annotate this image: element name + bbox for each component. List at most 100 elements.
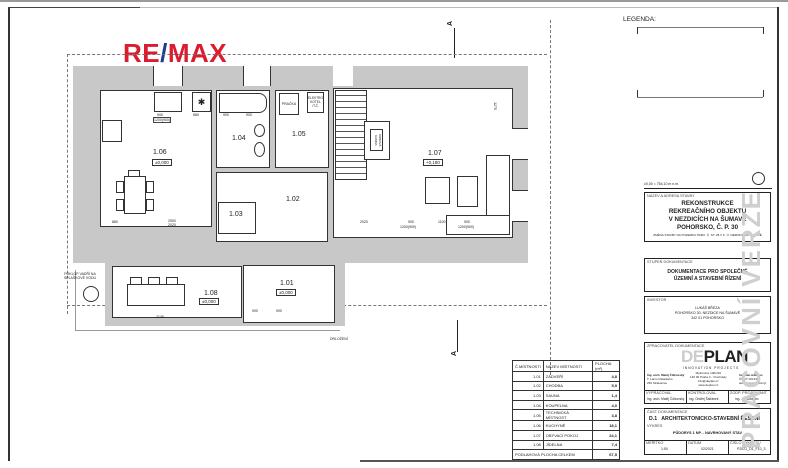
investor-box: INVESTOR LUKÁŠ BŘEZA POHORSKO 30, NEZDIC… [644,296,771,334]
drawing-title: PŮDORYS 1 NP. - NAVRHOVANÝ STAV [672,431,743,435]
stage-box: STUPEŇ DOKUMENTACE DOKUMENTACE PRO SPOLE… [644,258,771,292]
dim-living-right: 900 [464,220,470,224]
designer-caption: ZPRACOVATEL DOKUMENTACE [647,344,705,348]
staircase [335,90,367,180]
section-line-bottom [457,320,458,352]
part-caption: ČÁST DOKUMENTACE [647,410,688,414]
remax-logo: RE/MAX [123,38,228,68]
sheet-top-border [0,0,788,2]
chair [146,199,154,211]
window [243,66,271,86]
designer-left: Ing. arch. Matěj Čížkovský T. Lamo Palac… [647,373,685,385]
pavement-line [75,330,340,331]
deplan-logo: DEPLAN [681,347,748,366]
sheet-top-line [140,7,388,8]
dim-living-right-sub: 1200(900) [458,225,474,229]
room-label-1-06: 1.06 [153,149,167,156]
dim-living-mid: 900 [408,220,414,224]
project-sub: ZMĚNA STAVBY NA POZEMKU PARC. Č. ST. 28 … [653,233,762,237]
sheet-top-line-right [388,7,778,8]
dim-entry-mid: 900 [276,309,282,313]
dim-living-gap: 1100 [438,220,446,224]
toilet-icon [254,124,265,137]
dim-bath-win2: 900 [246,113,252,117]
level-1-07: +0,180 [423,159,443,166]
dim-bath-win: 900 [223,113,229,117]
investor-caption: INVESTOR [647,298,667,302]
stove-icon [102,120,122,142]
armchair [425,177,450,204]
chair [130,277,142,285]
title-block: ±0,00 = 754,10 m n.m. NÁZEV A ADRESA STA… [640,160,775,460]
room-label-1-07: 1.07 [428,150,442,157]
table-header: Č.MÍSTNOSTI NÁZEV MÍSTNOSTI PLOCHA (m²) [512,360,620,372]
dim-kitchen-win: 900 [157,113,163,117]
chair [148,277,160,285]
dim-kitchen-left: 880 [112,220,118,224]
dim-dining-width: 2145 [156,315,164,319]
fireplace-icon: KRBOVÁ KAMNA [370,129,383,151]
chair [166,277,178,285]
boundary-line [67,54,68,314]
scale: 1:50 [661,447,668,451]
investor: LUKÁŠ BŘEZA POHORSKO 30, NEZDICE NA ŠUMA… [674,306,741,320]
coffee-table [457,176,478,207]
dim-living-side-top: 1275 [492,102,497,110]
watermark: PRACOVNÍ VERZE [736,190,766,450]
stage-title: DOKUMENTACE PRO SPOLEČNÉ ÚZEMNÍ A STAVEB… [667,269,748,282]
boundary-line [67,54,547,55]
floor-plan: ✱ 900 1200(900) 880 1.06 ±0,000 880 2500… [63,20,551,375]
sheet-bottom-border [360,460,779,462]
sewer-note: POKLOP VADŘÍ NA SPLAŠKOVÉ VODU [63,272,97,280]
height-note: ±0,00 = 754,10 m n.m. [644,182,680,186]
company-tagline: INNOVATION PROJECTS [683,366,740,370]
stage-caption: STUPEŇ DOKUMENTACE [647,260,693,264]
room-label-1-01: 1.01 [280,280,294,287]
designer-mid: Mokrovice 1001/36 130 00 Praha 3 - Vinoh… [690,371,727,387]
window [512,128,528,160]
chair [116,199,124,211]
boundary-line [550,20,551,375]
drawing-box: ČÁST DOKUMENTACE D.1 ARCHITEKTONICKO-STA… [644,408,771,455]
sheet-right-border [777,7,779,462]
dim-kitchen-win-sub: 1200(900) [153,117,171,123]
sink-icon [154,92,182,112]
dim-living-left: 2020 [360,220,368,224]
drawing-number: P2021_D1_F10_3 [737,447,766,451]
chair [128,170,140,177]
entrance-note: DRLOŽENÍ [330,337,348,341]
chair [116,181,124,193]
level-1-01: ±0,000 [276,289,296,296]
window [153,66,183,86]
part-title: D.1 ARCHITEKTONICKO-STAVEBNÍ ŘEŠENÍ [649,416,760,422]
project-title: REKONSTRUKCE REKREAČNÍHO OBJEKTU V NEZDI… [668,200,747,231]
room-label-1-04: 1.04 [232,135,246,142]
fridge-icon: ✱ [192,92,211,112]
date: 02/2021 [701,447,714,451]
project-box: NÁZEV A ADRESA STAVBY REKONSTRUKCE REKRE… [644,192,771,242]
sofa [446,215,510,235]
level-1-06: ±0,000 [152,159,172,166]
washbasin-icon [254,142,265,157]
room-label-1-02: 1.02 [286,196,300,203]
bathtub-icon [219,93,267,113]
drawing-caption: VÝKRES [647,424,663,428]
dim-kitchen-bottom-sub: 2020 [168,223,176,227]
dining-table [124,176,146,214]
washer-icon: PRAČKA [279,93,299,115]
window [333,66,353,86]
level-1-08: ±0,000 [199,298,219,305]
room-label-1-08: 1.08 [204,290,218,297]
manhole-icon [83,286,99,302]
